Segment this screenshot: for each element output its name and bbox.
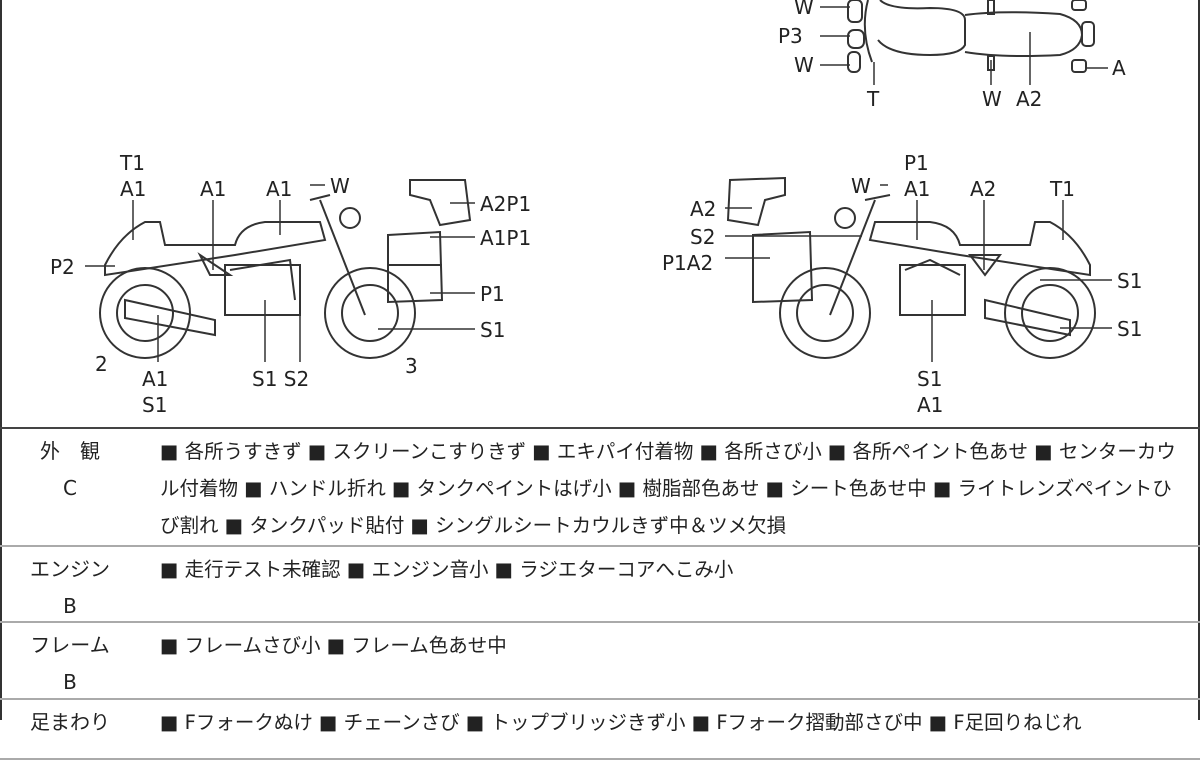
grade-label: B [63, 594, 77, 618]
label-s1-s2: S1 S2 [252, 367, 309, 391]
label-a1: A1 [904, 177, 930, 201]
label-a2: A2 [970, 177, 996, 201]
label-p1: P1 [480, 282, 505, 306]
label-w: W [794, 0, 814, 19]
label-s2: S2 [690, 225, 715, 249]
label-p2: P2 [50, 255, 75, 279]
condition-row-engine: エンジン B ■ 走行テスト未確認 ■ エンジン音小 ■ ラジエターコアへこみ小 [0, 547, 1200, 623]
label-p3: P3 [778, 24, 803, 48]
category-label: 足まわり [30, 710, 110, 734]
motorcycle-top-view [820, 0, 1108, 85]
condition-items: ■ 各所うすきず ■ スクリーンこすりきず ■ エキパイ付着物 ■ 各所さび小 … [160, 440, 1176, 537]
label-a2p1: A2P1 [480, 192, 531, 216]
label-2: 2 [95, 352, 108, 376]
label-t1: T1 [119, 151, 145, 175]
condition-row-frame: フレーム B ■ フレームさび小 ■ フレーム色あせ中 [0, 623, 1200, 700]
label-a2: A2 [690, 197, 716, 221]
label-t1: T1 [1049, 177, 1075, 201]
label-a1: A1 [120, 177, 146, 201]
grade-label: B [63, 670, 77, 694]
motorcycle-right-view [725, 176, 1112, 362]
label-w: W [851, 174, 871, 198]
label-w: W [982, 87, 1002, 111]
report-frame [0, 0, 1200, 720]
label-a1: A1 [200, 177, 226, 201]
label-a1p1: A1P1 [480, 226, 531, 250]
label-w: W [330, 174, 350, 198]
label-3: 3 [405, 354, 418, 378]
label-a1: A1 [917, 393, 943, 417]
condition-row-exterior: 外 観 C ■ 各所うすきず ■ スクリーンこすりきず ■ エキパイ付着物 ■ 各… [0, 429, 1200, 547]
label-s1: S1 [1117, 317, 1142, 341]
damage-diagram: W P3 W T W A2 A T1 A1 A1 A1 W A2P1 A1P1 … [50, 0, 1142, 417]
label-p1: P1 [904, 151, 929, 175]
category-label: 外 観 [40, 439, 100, 463]
label-a1: A1 [266, 177, 292, 201]
condition-items: ■ 走行テスト未確認 ■ エンジン音小 ■ ラジエターコアへこみ小 [160, 558, 734, 581]
label-p1a2: P1A2 [662, 251, 713, 275]
label-s1: S1 [1117, 269, 1142, 293]
label-s1: S1 [142, 393, 167, 417]
category-label: エンジン [30, 557, 110, 581]
grade-label: C [63, 476, 77, 500]
condition-items: ■ Fフォークぬけ ■ チェーンさび ■ トップブリッジきず小 ■ Fフォーク摺… [160, 711, 1082, 734]
condition-table: 外 観 C ■ 各所うすきず ■ スクリーンこすりきず ■ エキパイ付着物 ■ 各… [0, 427, 1200, 760]
category-label: フレーム [30, 633, 110, 657]
label-t: T [866, 87, 880, 111]
label-s1: S1 [917, 367, 942, 391]
label-w: W [794, 53, 814, 77]
label-a2: A2 [1016, 87, 1042, 111]
label-s1: S1 [480, 318, 505, 342]
condition-items: ■ フレームさび小 ■ フレーム色あせ中 [160, 634, 507, 657]
label-a: A [1112, 56, 1126, 80]
label-a1: A1 [142, 367, 168, 391]
motorcycle-left-view [85, 179, 475, 362]
condition-row-suspension: 足まわり ■ Fフォークぬけ ■ チェーンさび ■ トップブリッジきず小 ■ F… [0, 700, 1200, 760]
